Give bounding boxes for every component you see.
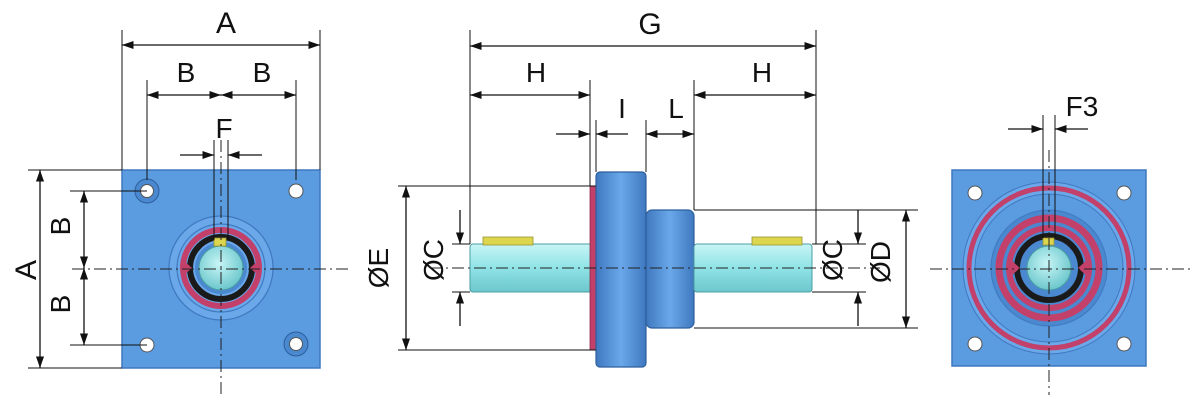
dim-label-b-top: B: [45, 217, 76, 236]
dim-label-d: ØD: [865, 241, 896, 283]
dim-label-h-left: H: [526, 57, 546, 88]
dim-label-h-right: H: [752, 57, 772, 88]
dim-label-i: I: [618, 93, 626, 124]
front-view: A B B F A B B: [10, 7, 352, 395]
dim-label-l: L: [668, 93, 684, 124]
dim-label-b-left: B: [177, 57, 196, 88]
dim-label-e: ØE: [363, 248, 394, 288]
dim-label-f: F: [215, 113, 232, 144]
dim-label-a-top: A: [216, 7, 236, 40]
dim-label-a-side: A: [10, 260, 43, 280]
left-shaft: [469, 243, 595, 293]
dim-label-f3: F3: [1066, 91, 1099, 122]
right-key: [751, 236, 803, 246]
rear-view: F3: [930, 91, 1190, 395]
dim-label-c-right: ØC: [817, 239, 848, 281]
dim-label-c-left: ØC: [418, 239, 449, 281]
side-hub: [645, 209, 695, 329]
dim-label-g: G: [638, 8, 661, 41]
left-key: [482, 236, 534, 246]
dim-label-b-bottom: B: [45, 295, 76, 314]
side-view: G H H I L ØE ØC ØC: [363, 8, 918, 368]
dim-label-b-right: B: [253, 57, 272, 88]
shaft-key-icon: [213, 237, 227, 247]
side-flange: [595, 171, 647, 368]
